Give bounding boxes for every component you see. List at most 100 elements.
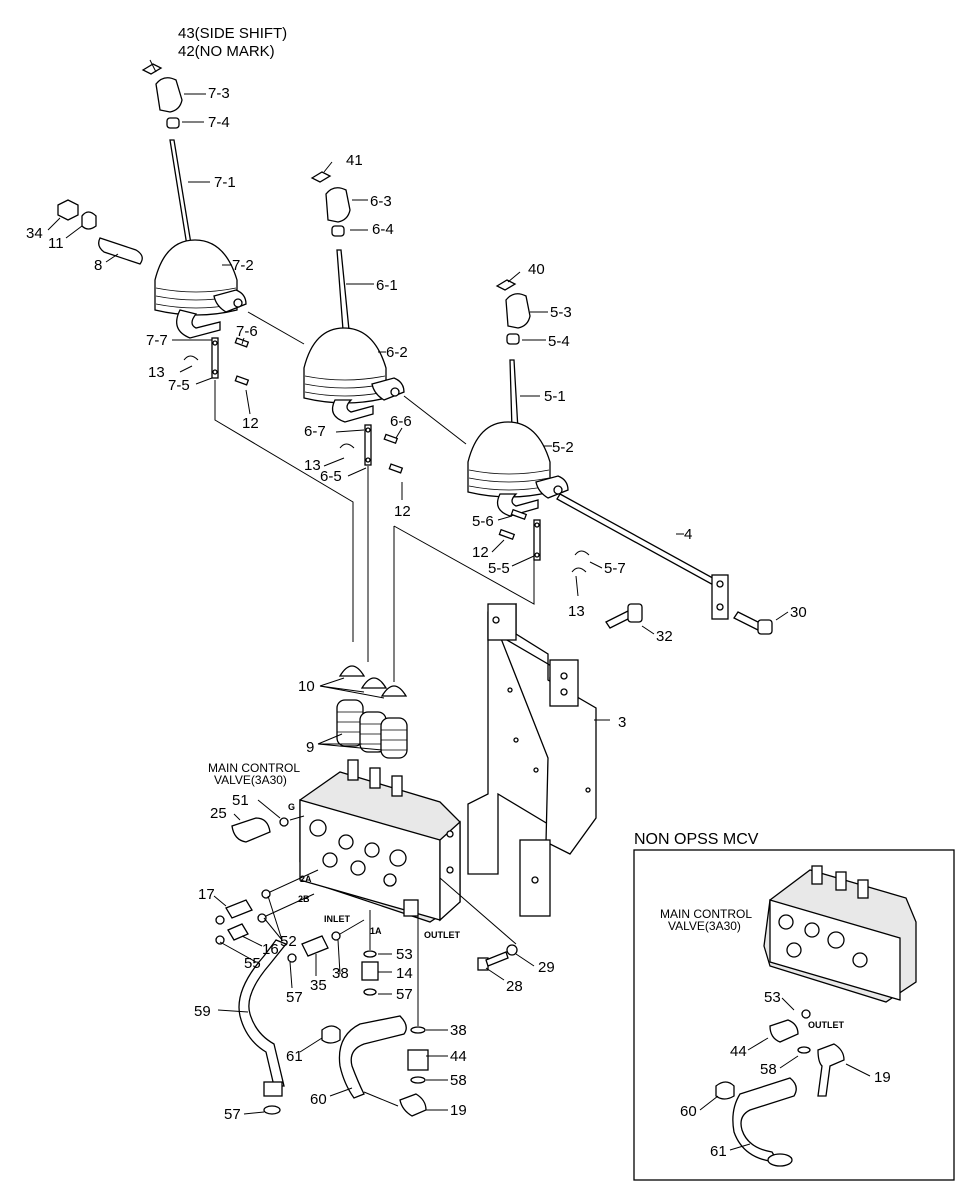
label-42: 42(NO MARK) <box>178 43 275 60</box>
label-6-5: 6-5 <box>320 468 342 485</box>
label-16: 16 <box>262 941 279 958</box>
label-44a: 44 <box>450 1048 467 1065</box>
label-29: 29 <box>538 959 555 976</box>
label-5-6: 5-6 <box>472 513 494 530</box>
label-8: 8 <box>94 257 102 274</box>
mcv-label-line2: VALVE(3A30) <box>214 773 287 787</box>
fitting-35 <box>287 919 365 963</box>
port-g: G <box>288 802 295 812</box>
lever-assembly-7 <box>57 63 250 386</box>
label-13b: 13 <box>304 457 321 474</box>
label-25: 25 <box>210 805 227 822</box>
main-control-valve <box>299 759 461 923</box>
label-12a: 12 <box>242 415 259 432</box>
label-61b: 61 <box>710 1143 727 1160</box>
link-line <box>403 395 467 445</box>
label-59: 59 <box>194 1003 211 1020</box>
label-9: 9 <box>306 739 314 756</box>
inset-mcv-line2: VALVE(3A30) <box>668 919 741 933</box>
label-6-4: 6-4 <box>372 221 394 238</box>
label-55: 55 <box>244 955 261 972</box>
label-12b: 12 <box>394 503 411 520</box>
label-6-1: 6-1 <box>376 277 398 294</box>
leader-lines <box>47 59 871 1151</box>
inset-title: NON OPSS MCV <box>634 831 759 848</box>
mcv-label-line1: MAIN CONTROL <box>208 761 300 775</box>
label-51: 51 <box>232 792 249 809</box>
label-32: 32 <box>656 628 673 645</box>
label-19b: 19 <box>874 1069 891 1086</box>
port-outlet: OUTLET <box>424 930 460 940</box>
inset-port-outlet: OUTLET <box>808 1020 844 1030</box>
label-7-5: 7-5 <box>168 377 190 394</box>
label-58b: 58 <box>760 1061 777 1078</box>
label-41: 41 <box>346 152 363 169</box>
label-17: 17 <box>198 886 215 903</box>
label-10: 10 <box>298 678 315 695</box>
label-53a: 53 <box>396 946 413 963</box>
label-57b: 57 <box>286 989 303 1006</box>
port-1a: 1A <box>370 926 382 936</box>
label-19a: 19 <box>450 1102 467 1119</box>
label-3: 3 <box>618 714 626 731</box>
inset-mcv-line1: MAIN CONTROL <box>660 907 752 921</box>
label-7-4: 7-4 <box>208 114 230 131</box>
label-6-6: 6-6 <box>390 413 412 430</box>
port-2b: 2B <box>298 894 310 904</box>
boots-10 <box>338 665 408 697</box>
port-2a: 2A <box>300 874 312 884</box>
label-4: 4 <box>684 526 692 543</box>
label-43: 43(SIDE SHIFT) <box>178 25 287 42</box>
label-5-7: 5-7 <box>604 560 626 577</box>
label-13a: 13 <box>148 364 165 381</box>
label-57a: 57 <box>396 986 413 1003</box>
lever-assembly-5 <box>467 279 773 635</box>
label-34: 34 <box>26 225 43 242</box>
label-30: 30 <box>790 604 807 621</box>
label-6-2: 6-2 <box>386 344 408 361</box>
label-6-7: 6-7 <box>304 423 326 440</box>
label-28: 28 <box>506 978 523 995</box>
label-52: 52 <box>280 933 297 950</box>
label-14: 14 <box>396 965 413 982</box>
fitting-25 <box>231 815 305 843</box>
label-5-4: 5-4 <box>548 333 570 350</box>
label-58a: 58 <box>450 1072 467 1089</box>
label-12c: 12 <box>472 544 489 561</box>
label-5-3: 5-3 <box>550 304 572 321</box>
inset-mcv <box>715 865 917 1167</box>
label-13c: 13 <box>568 603 585 620</box>
boots-9 <box>336 699 408 759</box>
label-38b: 38 <box>450 1022 467 1039</box>
label-7-3: 7-3 <box>208 85 230 102</box>
label-7-6: 7-6 <box>236 323 258 340</box>
label-53b: 53 <box>764 989 781 1006</box>
label-6-3: 6-3 <box>370 193 392 210</box>
bracket-3 <box>467 603 643 917</box>
label-35: 35 <box>310 977 327 994</box>
label-5-5: 5-5 <box>488 560 510 577</box>
label-7-7: 7-7 <box>146 332 168 349</box>
fittings-17-16 <box>215 869 319 945</box>
port-inlet: INLET <box>324 914 351 924</box>
inlet-fitting-14 <box>361 910 379 996</box>
label-40: 40 <box>528 261 545 278</box>
label-60b: 60 <box>680 1103 697 1120</box>
bolt-28 <box>439 877 518 971</box>
label-61a: 61 <box>286 1048 303 1065</box>
hose-59 <box>238 939 288 1115</box>
label-38a: 38 <box>332 965 349 982</box>
inset-box <box>633 849 955 1181</box>
link-line <box>393 525 535 605</box>
label-11: 11 <box>48 235 64 252</box>
label-7-2: 7-2 <box>232 257 254 274</box>
lever-assembly-6 <box>303 171 405 474</box>
label-57c: 57 <box>224 1106 241 1123</box>
label-44b: 44 <box>730 1043 747 1060</box>
link-line <box>247 311 305 345</box>
label-60a: 60 <box>310 1091 327 1108</box>
label-5-1: 5-1 <box>544 388 566 405</box>
label-5-2: 5-2 <box>552 439 574 456</box>
label-7-1: 7-1 <box>214 174 236 191</box>
